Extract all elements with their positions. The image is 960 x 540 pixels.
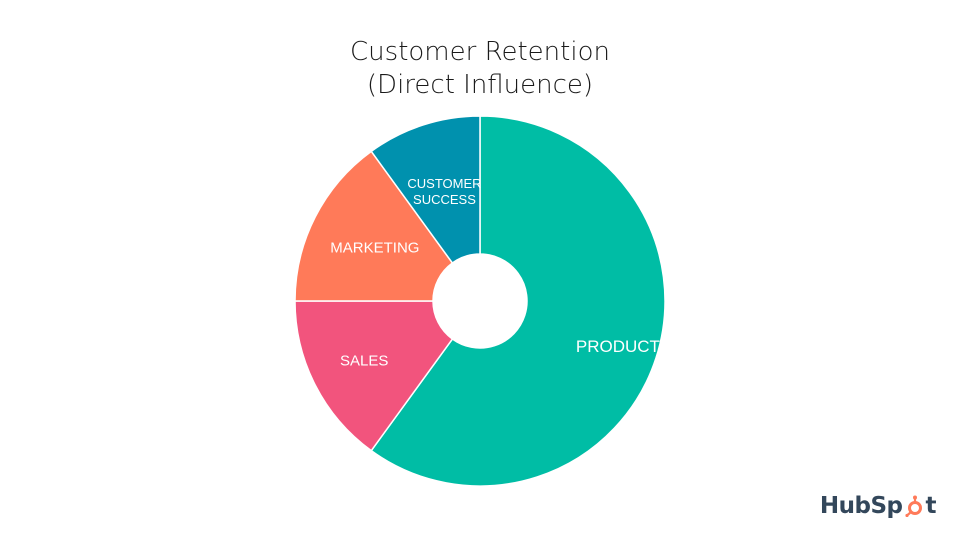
logo-text-end: t <box>925 493 937 519</box>
slice-product <box>370 115 666 487</box>
hubspot-logo: HubSp t <box>819 492 937 520</box>
slice-label-sales: SALES <box>340 352 388 369</box>
chart-title-line-1: Customer Retention <box>350 37 610 67</box>
chart-title-line-2: (Direct Influence) <box>366 70 594 100</box>
slice-customer-success <box>370 115 481 265</box>
sprocket-icon <box>904 495 922 517</box>
slice-sales <box>294 300 454 452</box>
slice-marketing <box>294 150 454 302</box>
slice-label-marketing: MARKETING <box>330 240 419 257</box>
chart-title: Customer Retention (Direct Influence) <box>0 36 960 102</box>
logo-text-start: HubSp <box>819 493 903 519</box>
slice-label-product: PRODUCT <box>576 337 660 356</box>
